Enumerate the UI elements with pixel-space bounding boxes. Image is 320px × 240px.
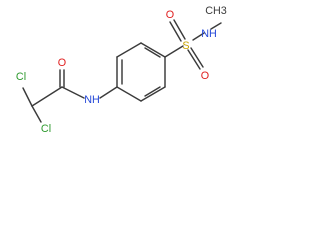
sulfonyl-oxygen-left-label: O (166, 9, 174, 21)
bond-n-ring (99, 86, 118, 99)
bond-s-o-left-b (173, 19, 186, 40)
bond-ring-3 (140, 42, 166, 58)
bond-ring-inner-3 (144, 86, 161, 97)
carbonyl-oxygen-label: O (58, 57, 66, 69)
bond-ring-5 (140, 86, 166, 102)
bond-ring-2 (116, 42, 142, 58)
bond-ring-inner-2 (144, 47, 161, 58)
atom-label-layer: Cl Cl O NH S O O NH CH3 (16, 5, 227, 135)
bond-ring-6 (116, 86, 142, 102)
bond-c2-n (61, 86, 85, 99)
amide-nh-label: NH (84, 94, 100, 106)
bond-s-o-left-a (169, 21, 182, 42)
bond-s-o-right-a (187, 49, 201, 70)
bond-c1-c2 (31, 86, 63, 107)
bond-s-nh (192, 32, 205, 41)
bond-nh-methyl (210, 22, 222, 30)
bond-s-o-right-b (190, 47, 204, 68)
bond-layer (22, 19, 222, 123)
bond-c1-cl-top (22, 87, 33, 107)
methyl-label: CH3 (205, 5, 227, 17)
chemical-structure: Cl Cl O NH S O O NH CH3 (16, 5, 227, 135)
chlorine-top-label: Cl (16, 71, 26, 83)
sulfonamide-nh-label: NH (201, 28, 217, 40)
bond-ring-s (164, 45, 184, 58)
chlorine-bottom-label: Cl (41, 123, 51, 135)
sulfonyl-oxygen-right-label: O (201, 70, 209, 82)
bond-c1-cl-bottom (31, 105, 42, 123)
sulfur-label: S (182, 40, 189, 52)
